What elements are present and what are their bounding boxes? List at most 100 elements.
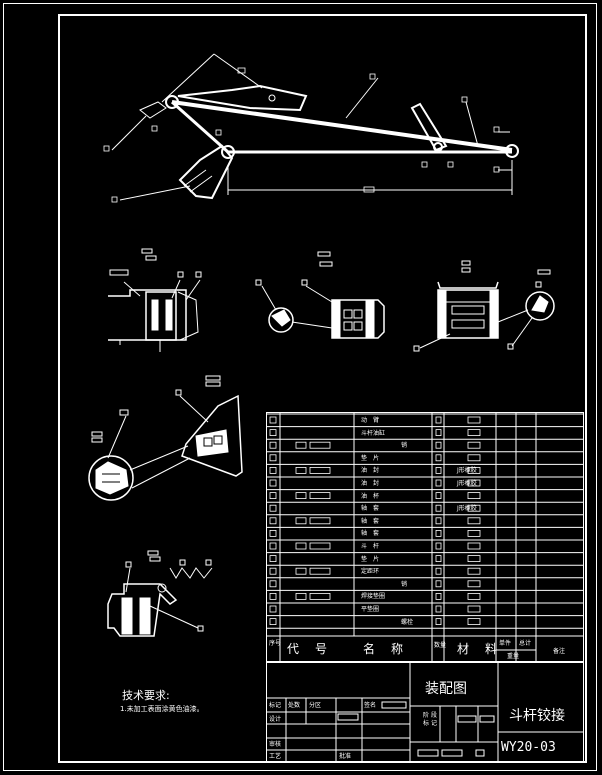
bom-material-box (467, 492, 481, 499)
bom-seq-box (269, 580, 277, 588)
mark (205, 559, 212, 566)
bom-item-name: 定距环 (361, 568, 380, 576)
mark (195, 271, 202, 278)
section5-outline (107, 583, 178, 637)
bom-item-name: 油 封 (361, 480, 380, 487)
mark (319, 261, 333, 267)
bom-material-box (467, 580, 481, 588)
tb-stage-4: 记 (431, 720, 438, 727)
bom-item-name: 焊接垫圈 (361, 593, 386, 601)
pin-c (505, 144, 519, 158)
leader (125, 567, 131, 593)
bom-item-material: J形橡胶 (457, 505, 477, 513)
bom-qty-box (435, 467, 442, 474)
placeholder-box (337, 713, 359, 721)
mark (179, 559, 186, 566)
bom-material-box (467, 567, 481, 575)
bom-code-box (295, 492, 307, 499)
arm-bracket (410, 102, 448, 152)
bom-code-box (309, 517, 331, 525)
tilted-cell (203, 437, 213, 447)
section1-right (177, 291, 199, 341)
tb-label-zone: 分区 (309, 702, 322, 709)
bom-material-box (467, 542, 481, 550)
bom-qty-box (435, 429, 442, 437)
mark (461, 96, 468, 103)
bom-item-name: 斗 杆 (361, 543, 380, 550)
bom-qty-box (435, 605, 442, 613)
detail-fill (271, 309, 291, 327)
bom-item-suffix: 销 (401, 580, 408, 588)
detail-fill (95, 461, 129, 495)
cylinder-body (177, 84, 308, 112)
bom-item-name: 动 臂 (361, 417, 380, 424)
bom-header-code: 代 号 (287, 642, 330, 656)
bom-seq-box (269, 504, 277, 512)
mark (141, 248, 153, 254)
tb-label-count: 处数 (288, 702, 301, 709)
tb-label-mark: 标记 (269, 702, 282, 709)
leader (291, 321, 333, 329)
mark (447, 161, 454, 168)
section-detail-3 (413, 260, 555, 352)
leader (129, 445, 189, 471)
callout-marks (103, 67, 500, 203)
bom-material-box (467, 467, 481, 474)
section5-wall (121, 597, 133, 635)
leader (107, 415, 127, 459)
bom-material-box (467, 618, 481, 626)
section1-sleeve (165, 299, 173, 331)
section1-hub (145, 291, 177, 341)
bom-item-name: 油 封 (361, 467, 380, 475)
bom-seq-box (269, 492, 277, 499)
title-block: 标记 处数 分区 签名 设计 审核 工艺 批准 阶 段 标 记 装配图 斗杆铰接… (266, 662, 584, 762)
bom-code-box (295, 542, 307, 550)
detail-gap (102, 473, 120, 483)
mark (461, 260, 471, 266)
bom-header-qty: 数量 (434, 642, 447, 649)
tilted-cell (213, 435, 223, 445)
section3-cell (451, 305, 485, 315)
mark (149, 556, 161, 562)
bom-code-box (295, 467, 307, 474)
mark (317, 251, 331, 257)
leader (123, 281, 141, 297)
section2-wall (365, 299, 375, 339)
bom-header-total-weight: 总计 (519, 640, 532, 647)
title-block-grid (266, 662, 584, 762)
leader (419, 333, 451, 349)
bom-item-name: 轴 套 (361, 517, 380, 525)
section-detail-4 (88, 375, 243, 501)
bom-seq-box (269, 454, 277, 462)
placeholder-box (475, 749, 485, 757)
bom-item-name: 斗杆油缸 (361, 429, 386, 437)
bom-item-name: 垫 片 (361, 555, 380, 563)
bom-qty-box (435, 492, 442, 499)
bom-seq-box (269, 530, 277, 537)
bom-seq-box (269, 567, 277, 575)
bom-code-box (295, 517, 307, 525)
bom-qty-box (435, 530, 442, 537)
detail-circle (88, 455, 134, 501)
bom-qty-box (435, 542, 442, 550)
section1-outline (108, 289, 187, 341)
placeholder-box (381, 701, 407, 709)
bom-material-box (467, 504, 481, 512)
bom-material-box (467, 592, 481, 600)
dim-line-1 (161, 53, 215, 103)
leader-2 (119, 185, 191, 201)
leader (261, 285, 277, 311)
mark (205, 375, 221, 381)
leader (497, 309, 529, 323)
bom-item-material: J形橡胶 (457, 480, 477, 487)
bom-material-box (467, 416, 481, 424)
section1-sleeve (151, 299, 159, 331)
tb-stage-3: 标 (423, 720, 430, 727)
mark (535, 281, 542, 288)
mark (255, 279, 262, 286)
pin-a (165, 95, 179, 109)
section2-cell (353, 321, 363, 331)
bom-seq-box (269, 555, 277, 563)
zigzag-leader (169, 567, 213, 579)
leader (131, 457, 191, 489)
